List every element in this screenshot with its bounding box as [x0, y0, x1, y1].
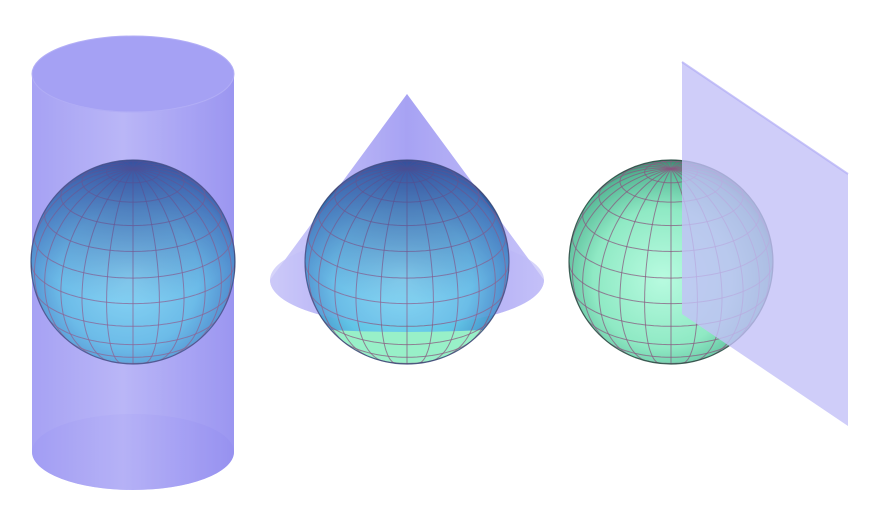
cylinder-panel: [30, 35, 236, 490]
graticule-meridian: [572, 168, 672, 319]
tangent-plane-top-edge: [681, 61, 849, 175]
plane-panel: [568, 61, 849, 426]
graticule-meridian: [582, 168, 672, 346]
cone-panel: [270, 94, 544, 365]
cone-front-overlay: [270, 94, 544, 325]
graticule-meridian: [644, 168, 672, 364]
graticule-meridian: [619, 168, 672, 362]
cylinder-front-overlay: [32, 74, 234, 490]
tangent-plane: [682, 62, 848, 426]
cylinder-top-cap: [31, 35, 235, 113]
cone-globe: [304, 159, 510, 365]
cylinder-globe: [30, 159, 236, 365]
graticule-meridian: [598, 168, 672, 357]
graticule-meridian: [569, 168, 671, 259]
